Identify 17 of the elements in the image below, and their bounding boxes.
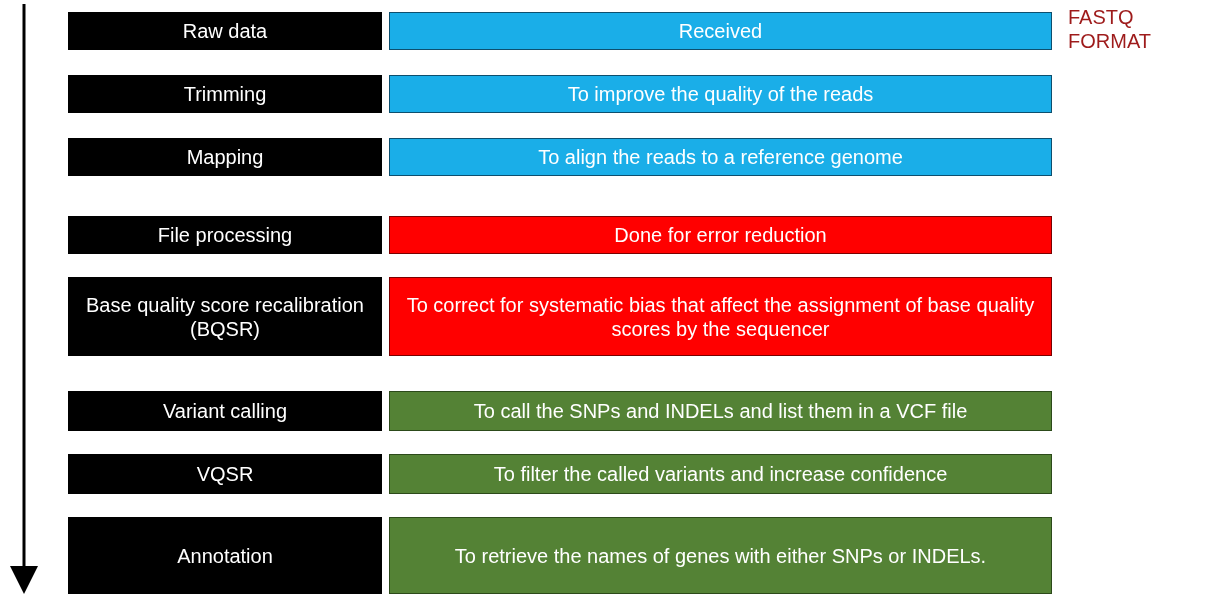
format-label: FASTQ FORMAT: [1068, 5, 1152, 53]
step-label-box: Mapping: [68, 138, 382, 176]
step-description-box: To align the reads to a reference genome: [389, 138, 1052, 176]
step-label-box: Trimming: [68, 75, 382, 113]
step-label-box: Annotation: [68, 517, 382, 594]
step-description-box: To call the SNPs and INDELs and list them in a VCF file: [389, 391, 1052, 431]
step-description-box: To filter the called variants and increase confidence: [389, 454, 1052, 494]
step-label-box: Base quality score recalibration (BQSR): [68, 277, 382, 356]
step-description-box: To correct for systematic bias that affect the assignment of base quality scores by the sequencer: [389, 277, 1052, 356]
step-description-box: To improve the quality of the reads: [389, 75, 1052, 113]
step-label-box: Raw data: [68, 12, 382, 50]
step-description-box: Done for error reduction: [389, 216, 1052, 254]
step-label-box: File processing: [68, 216, 382, 254]
step-description-box: Received: [389, 12, 1052, 50]
step-description-box: To retrieve the names of genes with either SNPs or INDELs.: [389, 517, 1052, 594]
step-label-box: Variant calling: [68, 391, 382, 431]
step-label-box: VQSR: [68, 454, 382, 494]
